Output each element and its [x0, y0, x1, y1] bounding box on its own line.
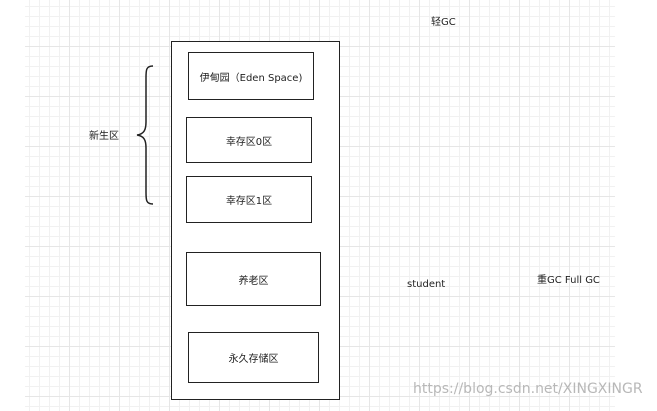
minor-gc-label: 轻GC [431, 17, 456, 28]
major-gc-label: 重GC Full GC [537, 275, 600, 286]
young-generation-brace [136, 65, 154, 205]
eden-space-region: 伊甸园（Eden Space) [188, 52, 314, 100]
student-label: student [407, 279, 446, 290]
young-generation-label: 新生区 [89, 131, 119, 142]
watermark: https://blog.csdn.net/XINGXINGR [413, 381, 643, 397]
survivor-0-region: 幸存区0区 [186, 117, 312, 163]
old-generation-region: 养老区 [186, 252, 321, 306]
survivor-1-region: 幸存区1区 [186, 176, 312, 223]
permanent-generation-region: 永久存储区 [188, 332, 319, 383]
